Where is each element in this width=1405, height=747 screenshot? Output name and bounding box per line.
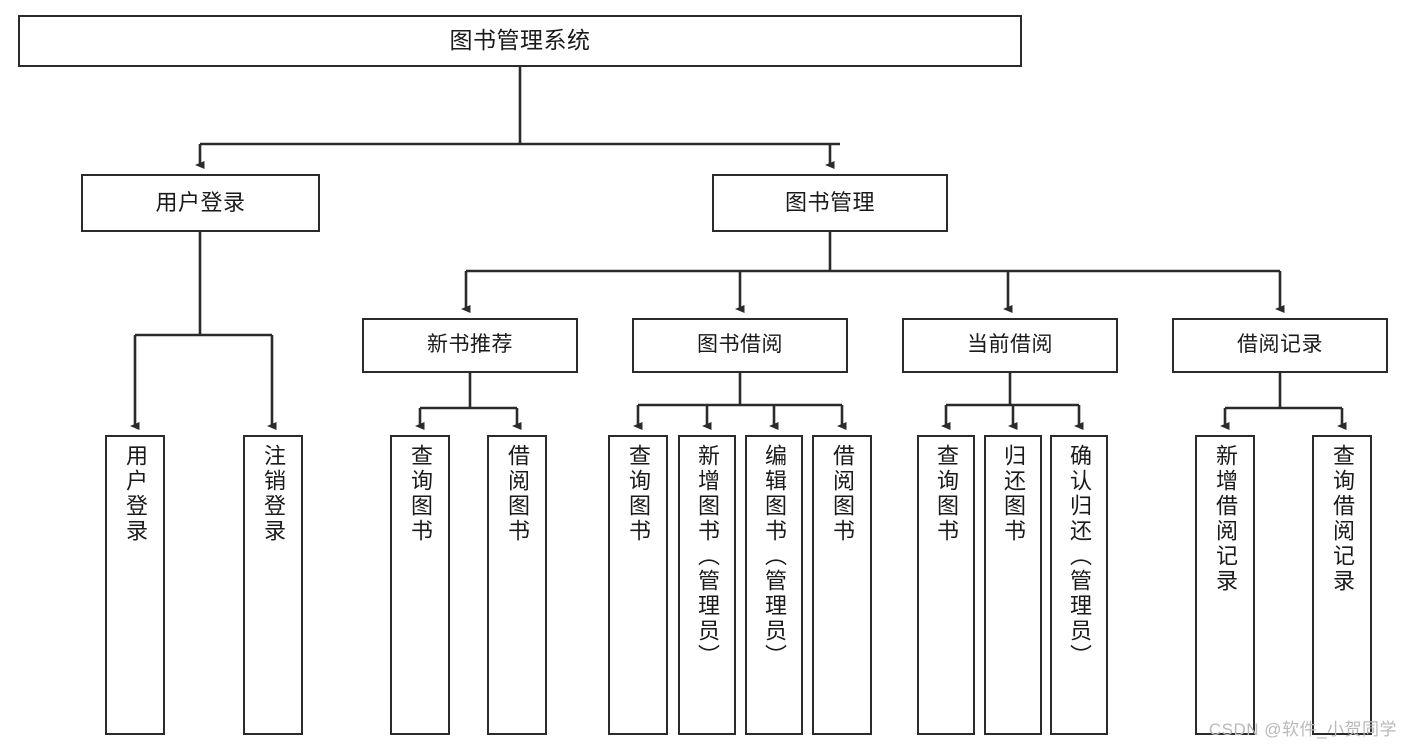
node-borrow-record[interactable]: 借阅记录 [1172,318,1388,373]
node-leaf-query-record-label: 查询借阅记录 [1330,444,1355,594]
node-book-borrow-label: 图书借阅 [697,333,783,357]
node-leaf-borrow-book-1[interactable]: 借阅图书 [487,435,547,735]
node-leaf-add-book[interactable]: 新增图书（管理员） [678,435,736,735]
node-leaf-borrow-book-2-label: 借阅图书 [830,444,855,544]
node-leaf-add-record-label: 新增借阅记录 [1213,444,1238,594]
watermark-text: CSDN @软件_小贺同学 [1208,720,1397,739]
node-leaf-user-logout-label: 注销登录 [261,444,286,544]
node-book-manage-label: 图书管理 [784,190,875,216]
node-leaf-add-book-label: 新增图书（管理员） [695,444,720,669]
node-leaf-borrow-book-1-label: 借阅图书 [505,444,530,544]
node-leaf-return-book-label: 归还图书 [1001,444,1026,544]
node-user-login[interactable]: 用户登录 [81,174,320,232]
node-leaf-query-book-1-label: 查询图书 [408,444,433,544]
node-book-manage[interactable]: 图书管理 [712,174,948,232]
node-leaf-user-logout[interactable]: 注销登录 [243,435,303,735]
node-new-book-recommend[interactable]: 新书推荐 [362,318,578,373]
node-leaf-query-book-2-label: 查询图书 [626,444,651,544]
node-leaf-confirm-return[interactable]: 确认归还（管理员） [1050,435,1108,735]
node-leaf-user-login[interactable]: 用户登录 [105,435,165,735]
node-leaf-query-record[interactable]: 查询借阅记录 [1312,435,1372,735]
node-root[interactable]: 图书管理系统 [18,15,1022,67]
node-leaf-edit-book-label: 编辑图书（管理员） [762,444,787,669]
node-leaf-borrow-book-2[interactable]: 借阅图书 [812,435,872,735]
node-leaf-confirm-return-label: 确认归还（管理员） [1067,444,1092,669]
node-leaf-query-book-2[interactable]: 查询图书 [608,435,668,735]
node-user-login-label: 用户登录 [155,190,246,216]
node-new-book-recommend-label: 新书推荐 [427,333,513,357]
node-leaf-add-record[interactable]: 新增借阅记录 [1195,435,1255,735]
node-leaf-query-book-1[interactable]: 查询图书 [390,435,450,735]
node-leaf-edit-book[interactable]: 编辑图书（管理员） [745,435,803,735]
node-leaf-user-login-label: 用户登录 [123,444,148,544]
node-current-borrow[interactable]: 当前借阅 [902,318,1118,373]
node-book-borrow[interactable]: 图书借阅 [632,318,848,373]
node-leaf-return-book[interactable]: 归还图书 [984,435,1042,735]
node-borrow-record-label: 借阅记录 [1237,333,1323,357]
node-current-borrow-label: 当前借阅 [967,333,1053,357]
node-leaf-query-book-3-label: 查询图书 [934,444,959,544]
node-root-label: 图书管理系统 [449,27,591,54]
node-leaf-query-book-3[interactable]: 查询图书 [917,435,975,735]
